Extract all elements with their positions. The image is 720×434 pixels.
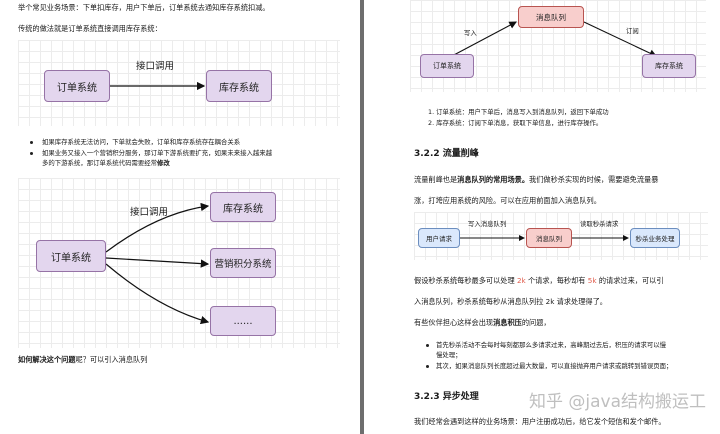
seckill-node: 秒杀业务处理 — [630, 228, 680, 248]
stock-system-node: 库存系统 — [206, 70, 272, 102]
arrow-to-more — [105, 263, 210, 325]
bullet-extend-line2: 多的下游系统，那订单系统代码需要经常修改 — [42, 159, 170, 167]
list-item-stock: 2. 库存系统：订阅下单消息，获取下单信息，进行库存操作。 — [428, 119, 603, 127]
more-systems-node: ...... — [210, 306, 276, 336]
bullet-dot — [426, 365, 429, 368]
order-system-node: 订单系统 — [420, 54, 474, 78]
points-system-node: 营销积分系统 — [210, 248, 276, 278]
diagram4-arrows — [460, 235, 629, 241]
traditional-text: 传统的做法就是订单系统直接调用库存系统： — [18, 24, 162, 33]
question-text: 如何解决这个问题呢？可以引入消息队列 — [18, 355, 148, 364]
order-system-node: 订单系统 — [44, 70, 110, 102]
zhihu-watermark: 知乎 @java结构搬运工 — [528, 392, 706, 412]
backlog-bullet2: 其次，如果消息队列长度超过最大数量，可以直接抛弃用户请求或跳转到错误页面； — [436, 362, 673, 370]
write-queue-label: 写入消息队列 — [468, 220, 507, 228]
section-heading-peak-shaving: 3.2.2 流量削峰 — [414, 149, 479, 159]
bullet-extend-line1: 如果业务又接入一个营销积分服务，那订单下游系统要扩充，如果未来接入越来越 — [42, 149, 273, 157]
user-request-node: 用户请求 — [418, 228, 460, 248]
document-page-right: 消息队列 写入 订阅 订单系统 库存系统 1. 订单系统：用户下单后，消息写入到… — [364, 0, 720, 434]
bullet-dot — [30, 152, 33, 155]
section-heading-async: 3.2.3 异步处理 — [414, 392, 479, 402]
intro-text: 举个常见业务场景：下单扣库存，用户下单后，订单系统去通知库存系统扣减。 — [18, 3, 270, 12]
bullet-dot — [30, 141, 33, 144]
call-label: 接口调用 — [130, 207, 169, 218]
diagram-queue-decoupling: 消息队列 写入 订阅 订单系统 库存系统 — [410, 0, 706, 92]
diagram-peak-shaving: 用户请求 写入消息队列 消息队列 读取秒杀请求 秒杀业务处理 — [414, 212, 708, 260]
backlog-bullet1-line2: 慢处理； — [436, 351, 462, 359]
diagram1-arrows — [110, 81, 206, 91]
bullet-dot — [426, 344, 429, 347]
arrow-to-stock — [105, 202, 210, 253]
async-para: 我们经常会遇到这样的业务场景：用户注册成功后，给它发个短信和发个邮件。 — [414, 417, 666, 426]
diagram3-arrows — [451, 21, 657, 57]
call-label: 接口调用 — [136, 61, 175, 72]
subscribe-label: 订阅 — [626, 27, 639, 35]
capacity-para-line1: 假设秒杀系统每秒最多可以处理 2k 个请求，每秒却有 5k 的请求过来，可以引 — [414, 276, 664, 285]
queue-node: 消息队列 — [526, 228, 572, 248]
arrow-to-points — [105, 257, 210, 268]
backlog-bullet1-line1: 首先秒杀活动不会每时每刻都那么多请求过来，高峰期过去后，积压的请求可以慢 — [436, 341, 667, 349]
backlog-para: 有些伙伴担心这样会出现消息积压的问题， — [414, 318, 551, 327]
stock-system-node: 库存系统 — [642, 54, 696, 78]
peak-shaving-para-line2: 涨，打垮应用系统的风险。可以在应用前面加入消息队列。 — [414, 196, 601, 205]
list-item-order: 1. 订单系统：用户下单后，消息写入到消息队列，返回下单成功 — [428, 108, 609, 116]
diagram-multi-call: 订单系统 接口调用 库存系统 营销积分系统 ...... — [18, 178, 340, 348]
document-page-left: 举个常见业务场景：下单扣库存，用户下单后，订单系统去通知库存系统扣减。 传统的做… — [0, 0, 360, 434]
queue-node: 消息队列 — [518, 6, 584, 28]
stock-system-node: 库存系统 — [210, 192, 276, 222]
peak-shaving-para-line1: 流量削峰也是消息队列的常用场景。我们做秒杀实现的时候，需要避免流量暴 — [414, 175, 659, 184]
diagram-direct-call: 订单系统 接口调用 库存系统 — [18, 40, 340, 126]
subscribe-arrow — [583, 21, 657, 57]
capacity-para-line2: 入消息队列，秒杀系统每秒从消息队列拉 2k 请求处理得了。 — [414, 297, 607, 306]
read-request-label: 读取秒杀请求 — [580, 220, 619, 228]
diagram2-arrows — [105, 202, 210, 325]
write-label: 写入 — [464, 29, 477, 37]
write-arrow — [451, 21, 517, 57]
order-system-node: 订单系统 — [36, 240, 106, 272]
bullet-coupling: 如果库存系统无法访问，下单就会失败，订单和库存系统存在耦合关系 — [42, 138, 241, 146]
